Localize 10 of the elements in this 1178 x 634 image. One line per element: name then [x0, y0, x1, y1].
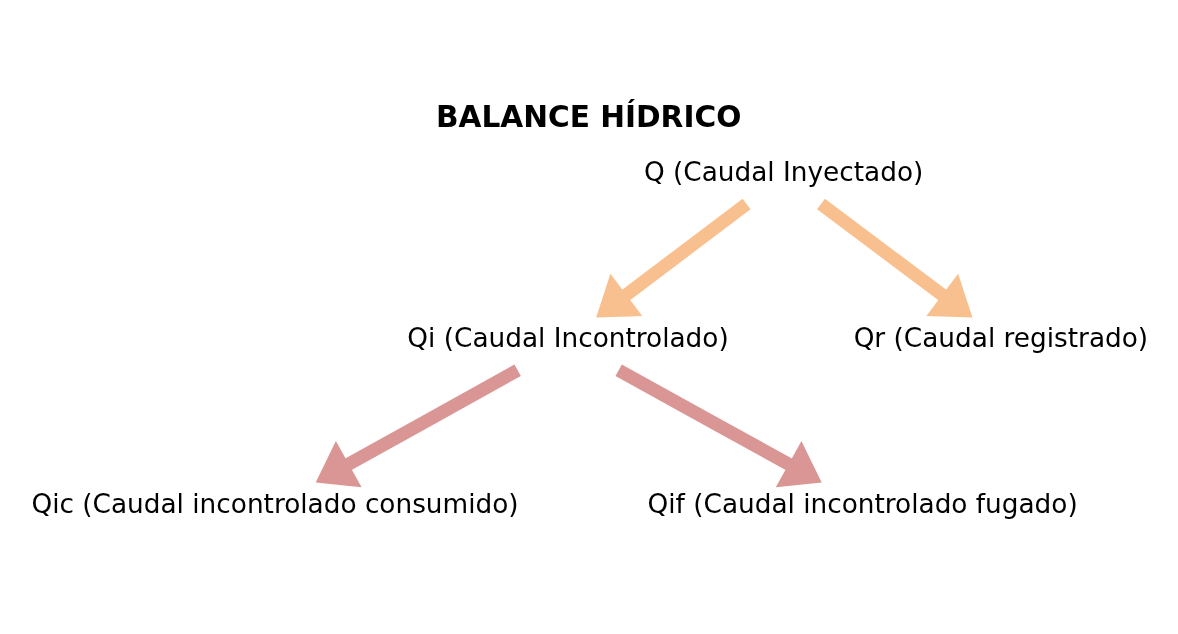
arrow — [817, 198, 973, 318]
node-text: Qic (Caudal incontrolado consumido) — [31, 488, 519, 519]
node-text: Qif (Caudal incontrolado fugado) — [647, 488, 1078, 519]
node-text: Qi (Caudal Incontrolado) — [407, 322, 729, 353]
arrow — [615, 363, 822, 487]
node-text: Q (Caudal Inyectado) — [643, 156, 924, 187]
node-text: Qr (Caudal registrado) — [853, 322, 1149, 353]
diagram-title: BALANCE HÍDRICO — [435, 99, 742, 134]
arrow — [596, 198, 751, 318]
arrow — [315, 363, 521, 487]
